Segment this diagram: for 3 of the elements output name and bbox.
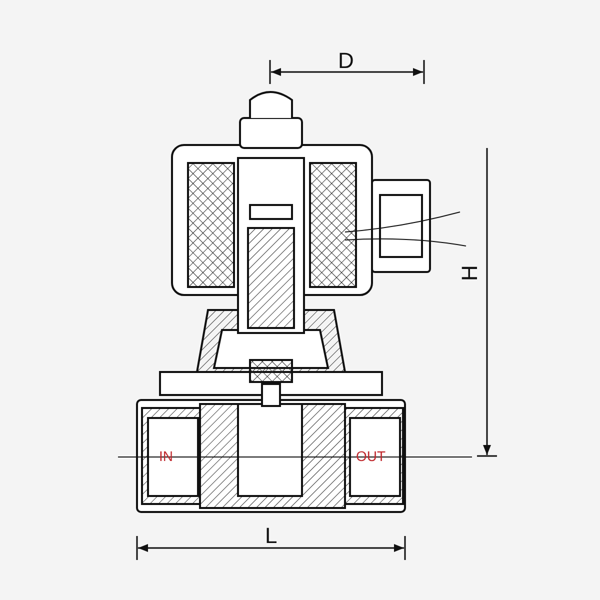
dimension-label: H: [458, 265, 481, 281]
dimension-label: L: [265, 525, 278, 547]
dimension-label: D: [338, 50, 354, 72]
